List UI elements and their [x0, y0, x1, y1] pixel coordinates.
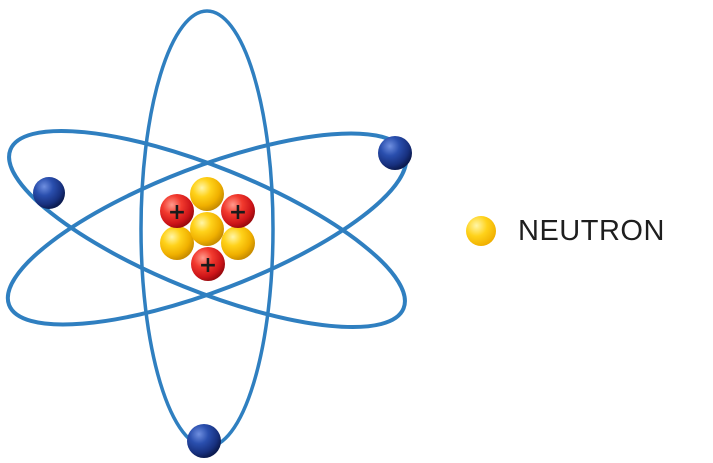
electron-particle	[187, 424, 221, 458]
nucleus: + + +	[160, 177, 255, 281]
legend: NEUTRON	[466, 208, 665, 254]
neutron-legend-swatch	[466, 216, 496, 246]
proton-charge-symbol: +	[168, 200, 186, 225]
electrons	[33, 136, 412, 458]
proton-charge-symbol: +	[229, 200, 247, 225]
neutron-legend-label: NEUTRON	[518, 215, 665, 248]
electron-particle	[378, 136, 412, 170]
neutron-particle	[221, 226, 255, 260]
neutron-particle	[190, 177, 224, 211]
electron-particle	[33, 177, 65, 209]
proton-charge-symbol: +	[199, 253, 217, 278]
neutron-particle	[160, 226, 194, 260]
neutron-particle	[190, 212, 224, 246]
